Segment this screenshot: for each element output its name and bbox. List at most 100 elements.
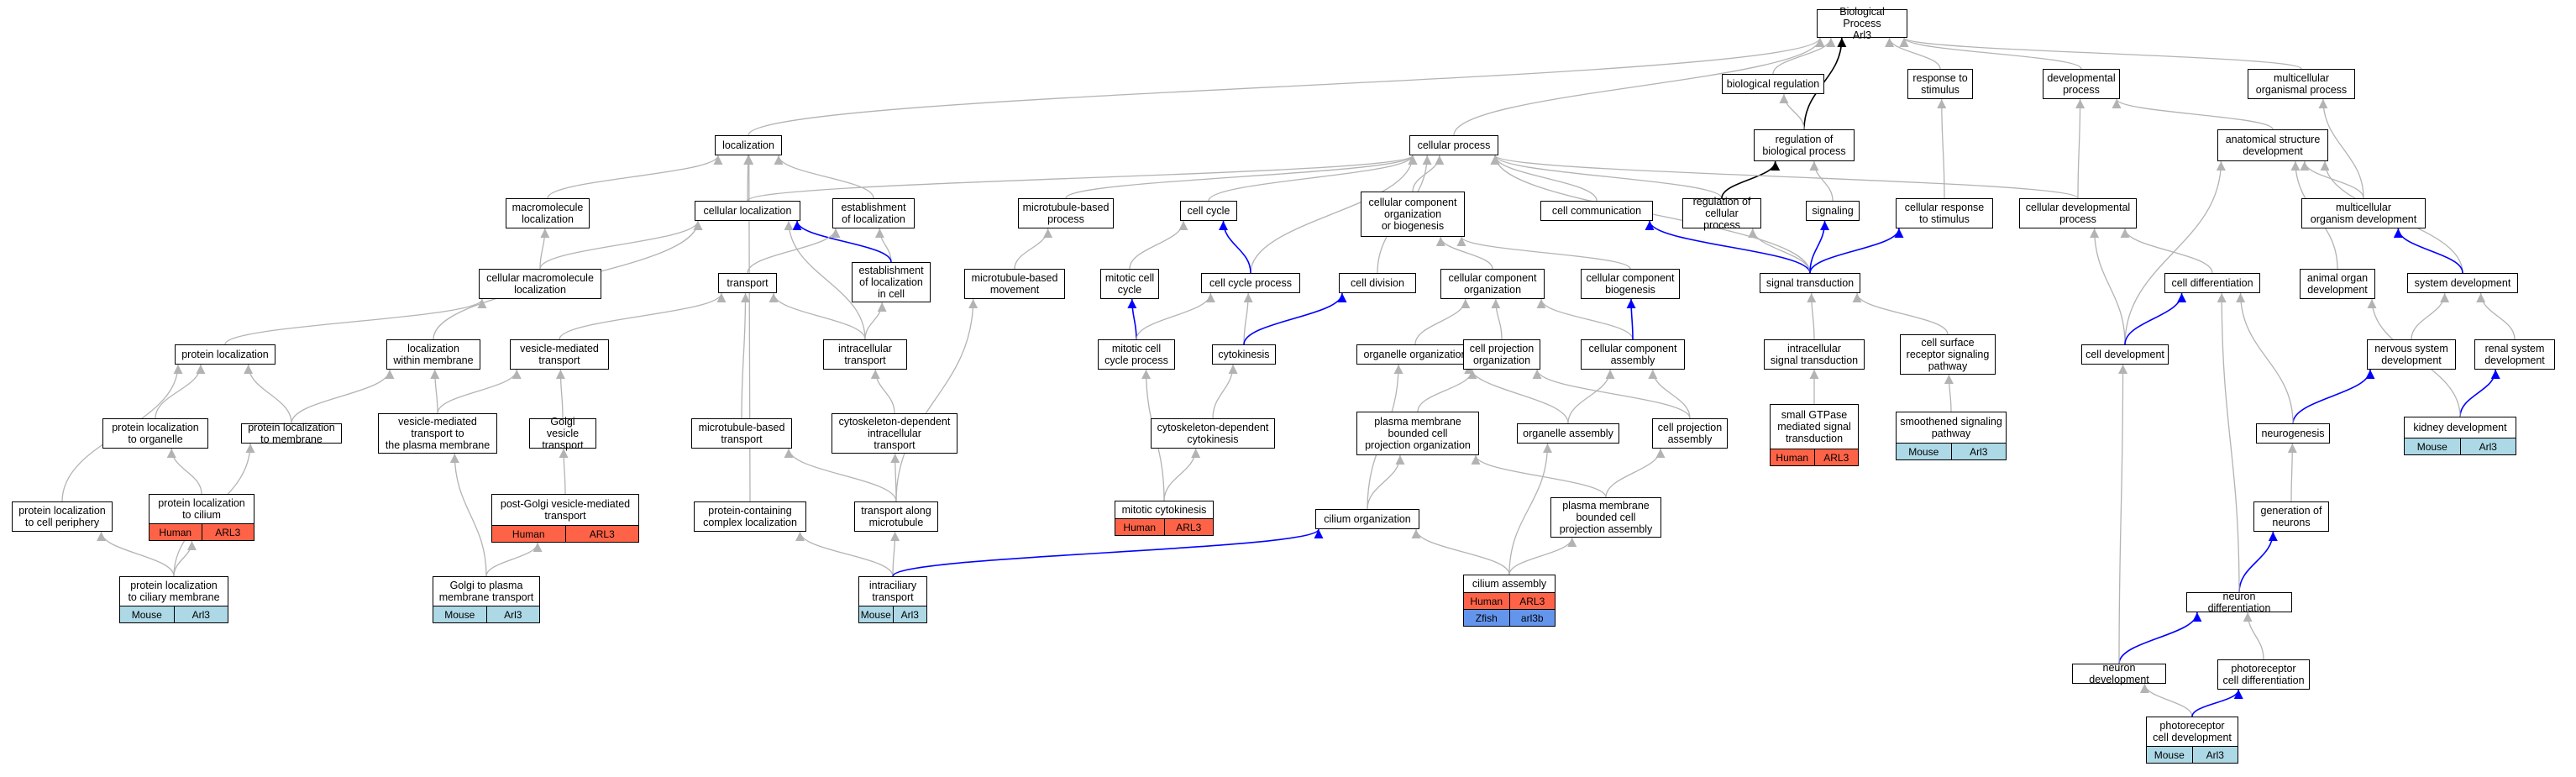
go-term-tran[interactable]: transport	[718, 273, 777, 293]
edge-csrs-to-st	[1852, 292, 1949, 335]
go-term-cpo[interactable]: cell projection organization	[1463, 339, 1540, 370]
go-term-mcc[interactable]: mitotic cell cycle	[1100, 269, 1159, 299]
go-term-resp[interactable]: response to stimulus	[1907, 69, 1973, 99]
go-term-mbt[interactable]: microtubule-based transport	[691, 418, 792, 449]
go-term-label: cellular component organization	[1448, 272, 1537, 296]
go-term-plo[interactable]: protein localization to organelle	[102, 418, 208, 449]
go-term-oa[interactable]: organelle assembly	[1517, 423, 1619, 444]
go-term-mbm[interactable]: microtubule-based movement	[964, 269, 1065, 299]
go-term-cco[interactable]: cellular component organization	[1440, 269, 1545, 299]
go-term-aod[interactable]: animal organ development	[2300, 269, 2375, 299]
go-term-plcm[interactable]: protein localization to ciliary membrane…	[119, 576, 228, 623]
go-term-ccob[interactable]: cellular component organization or bioge…	[1361, 192, 1465, 237]
go-term-ist[interactable]: intracellular signal transduction	[1764, 339, 1865, 370]
go-term-breg[interactable]: biological regulation	[1722, 74, 1824, 94]
go-term-rsd[interactable]: renal system development	[2474, 339, 2555, 370]
go-term-label: organelle organization	[1363, 349, 1467, 360]
go-term-pccl[interactable]: protein-containing complex localization	[694, 501, 806, 532]
go-term-label: Golgi vesicle transport	[542, 416, 584, 451]
go-term-label: cilium organization	[1324, 513, 1411, 525]
go-term-sysd[interactable]: system development	[2407, 273, 2518, 293]
go-term-pcd[interactable]: photoreceptor cell differentiation	[2217, 659, 2310, 690]
go-term-talm[interactable]: transport along microtubule	[854, 501, 938, 532]
go-term-gvt[interactable]: Golgi vesicle transport	[529, 416, 596, 451]
go-term-asd[interactable]: anatomical structure development	[2217, 129, 2328, 161]
edge-crs-to-resp	[1937, 98, 1947, 199]
go-term-cdit[interactable]: cytoskeleton-dependent intracellular tra…	[832, 413, 957, 454]
go-term-celld[interactable]: cell development	[2081, 344, 2169, 365]
go-term-cdiv[interactable]: cell division	[1339, 273, 1416, 293]
go-term-cc[interactable]: cell cycle	[1180, 201, 1237, 221]
go-term-sgtp[interactable]: small GTPase mediated signal transductio…	[1770, 404, 1859, 466]
go-term-lwm[interactable]: localization within membrane	[386, 339, 480, 370]
go-term-devp[interactable]: developmental process	[2043, 69, 2120, 99]
go-term-ccb[interactable]: cellular component biogenesis	[1581, 269, 1680, 299]
go-term-label: cell projection organization	[1469, 343, 1535, 366]
go-term-mccp[interactable]: mitotic cell cycle process	[1098, 339, 1175, 370]
go-term-mop[interactable]: multicellular organismal process	[2248, 69, 2355, 99]
go-term-co[interactable]: cilium organization	[1315, 509, 1419, 529]
go-term-label: intraciliary transport	[868, 580, 917, 603]
go-term-label: cell development	[2085, 349, 2164, 360]
go-term-rbp[interactable]: regulation of biological process	[1754, 129, 1855, 161]
edge-plcm-to-plcp	[97, 531, 175, 577]
go-term-crs[interactable]: cellular response to stimulus	[1896, 198, 1993, 228]
edge-mbp-to-cp	[1065, 155, 1418, 199]
edge-celld-to-cdiff	[2124, 292, 2187, 345]
edge-cpa-to-cca	[1648, 369, 1691, 419]
edge-ccomm-to-cp	[1490, 155, 1598, 202]
go-term-mml[interactable]: macromolecule localization	[506, 198, 590, 228]
go-term-nsd[interactable]: nervous system development	[2367, 339, 2456, 370]
go-term-cp[interactable]: cellular process	[1409, 135, 1498, 155]
go-term-cdp[interactable]: cellular developmental process	[2019, 198, 2137, 228]
go-term-ccomm[interactable]: cell communication	[1540, 201, 1653, 221]
go-term-sig[interactable]: signaling	[1806, 201, 1860, 221]
species-cell: Human	[150, 524, 202, 540]
go-term-ng[interactable]: neurogenesis	[2256, 423, 2330, 444]
go-term-ploc[interactable]: protein localization	[175, 344, 275, 365]
go-term-mbp[interactable]: microtubule-based process	[1018, 198, 1114, 228]
go-term-elic[interactable]: establishment of localization in cell	[852, 262, 931, 302]
go-term-vmt[interactable]: vesicle-mediated transport	[510, 339, 609, 370]
go-term-eloc[interactable]: establishment of localization	[832, 198, 915, 228]
go-term-cdc[interactable]: cytoskeleton-dependent cytokinesis	[1151, 418, 1275, 449]
go-term-oo[interactable]: organelle organization	[1356, 344, 1474, 365]
go-term-nd[interactable]: neuron differentiation	[2186, 591, 2292, 614]
edge-elic-to-cloc	[792, 220, 892, 263]
go-term-vmtpm[interactable]: vesicle-mediated transport to the plasma…	[378, 413, 497, 454]
go-term-cytk[interactable]: cytokinesis	[1212, 344, 1276, 365]
go-term-it[interactable]: intracellular transport	[823, 339, 907, 370]
go-term-label: multicellular organism development	[2310, 202, 2417, 225]
go-term-plm[interactable]: protein localization to membrane	[241, 422, 342, 445]
go-term-mod[interactable]: multicellular organism development	[2301, 198, 2426, 228]
edge-vmt-to-tran	[559, 292, 727, 340]
go-term-gon[interactable]: generation of neurons	[2253, 501, 2329, 532]
go-term-pmbcpo[interactable]: plasma membrane bounded cell projection …	[1356, 412, 1479, 455]
go-term-st[interactable]: signal transduction	[1760, 273, 1860, 293]
go-term-cdiff[interactable]: cell differentiation	[2164, 273, 2260, 293]
go-term-cml[interactable]: cellular macromolecule localization	[479, 269, 601, 299]
go-term-ccp[interactable]: cell cycle process	[1201, 273, 1300, 293]
edge-ift-to-co	[892, 528, 1324, 577]
go-term-ndev[interactable]: neuron development	[2072, 662, 2166, 685]
go-term-loc[interactable]: localization	[715, 135, 782, 155]
go-term-pmbcpa[interactable]: plasma membrane bounded cell projection …	[1550, 497, 1661, 538]
go-term-cloc[interactable]: cellular localization	[695, 201, 800, 221]
edge-rbp-to-breg	[1779, 93, 1805, 130]
go-term-rcp[interactable]: regulation of cellular process	[1682, 196, 1761, 231]
go-term-bp[interactable]: Biological Process Arl3	[1817, 6, 1907, 41]
go-term-plcp[interactable]: protein localization to cell periphery	[12, 501, 113, 532]
go-term-cca[interactable]: cellular component assembly	[1581, 339, 1685, 370]
go-term-cpa[interactable]: cell projection assembly	[1652, 418, 1728, 449]
go-term-csrs[interactable]: cell surface receptor signaling pathway	[1900, 334, 1996, 375]
